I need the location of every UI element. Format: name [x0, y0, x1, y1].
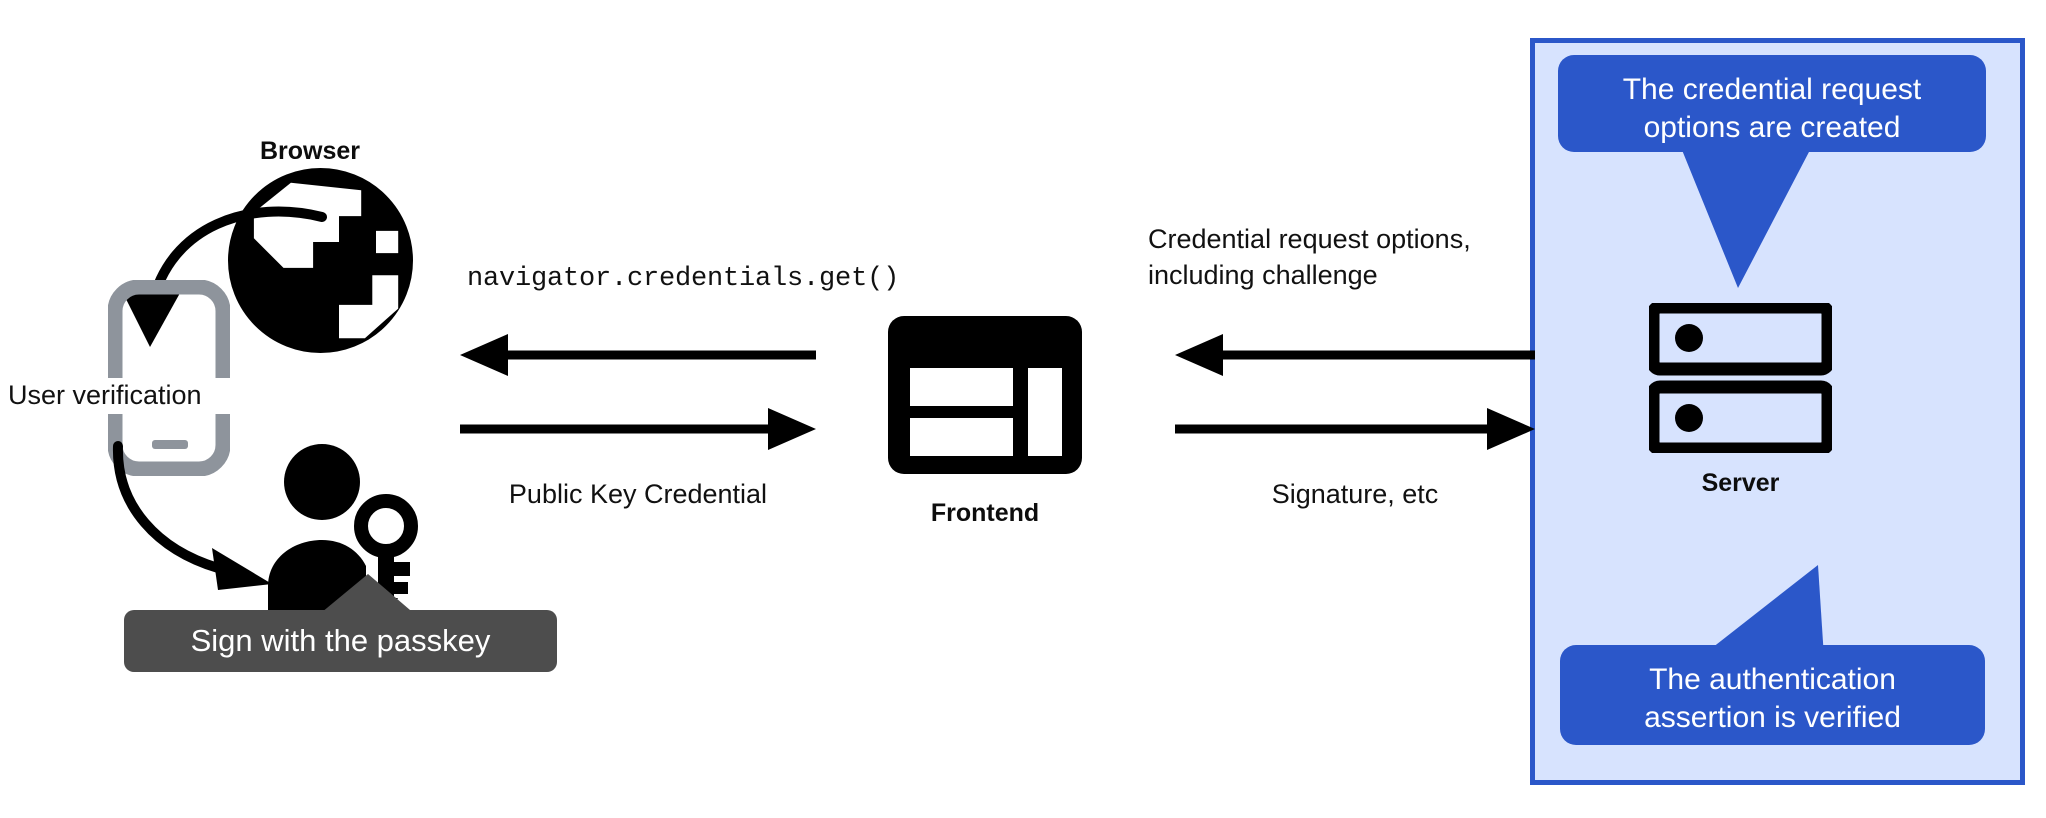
arrow-frontend-to-browser [460, 334, 816, 376]
server-rack-icon [1646, 300, 1835, 456]
browser-window-icon [888, 316, 1082, 474]
edge-label-credential-request-options: Credential request options, including ch… [1148, 224, 1471, 290]
server-label: Server [1701, 469, 1780, 497]
edge-label-navigator-credentials-get: navigator.credentials.get() [467, 264, 900, 294]
browser-label: Browser [259, 137, 361, 165]
edge-label-public-key-credential: Public Key Credential [508, 479, 768, 509]
arrow-phone-to-user [112, 441, 272, 590]
frontend-label: Frontend [930, 499, 1040, 527]
top-callout-tail [1602, 150, 1810, 288]
arrow-server-to-frontend [1175, 334, 1535, 376]
edge-label-signature-etc: Signature, etc [1271, 479, 1439, 509]
user-verification-label: User verification [8, 378, 258, 414]
arrow-frontend-to-server [1175, 408, 1535, 450]
arrow-browser-to-phone [122, 206, 327, 347]
callout-authentication-assertion-verified: The authentication assertion is verified [1560, 645, 1985, 745]
arrow-browser-to-frontend [460, 408, 816, 450]
passkey-tooltip: Sign with the passkey [124, 610, 557, 672]
callout-credential-request-options: The credential request options are creat… [1558, 55, 1986, 152]
globe-icon [228, 168, 413, 353]
